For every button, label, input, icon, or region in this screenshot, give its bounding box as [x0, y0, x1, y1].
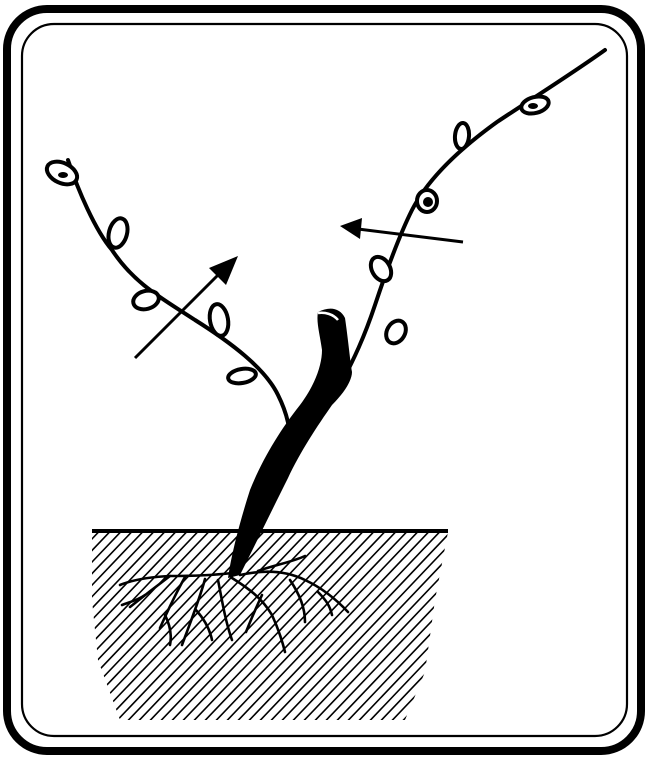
hatch-line — [240, 520, 440, 730]
hatch-line — [339, 520, 539, 730]
hatch-line — [493, 520, 649, 730]
hatch-line — [284, 520, 484, 730]
root — [182, 579, 205, 645]
hatch-line — [273, 520, 473, 730]
hatch-line — [0, 520, 77, 730]
hatch-line — [383, 520, 583, 730]
soil-hatching — [0, 520, 649, 730]
hatch-line — [0, 520, 88, 730]
hatch-line — [361, 520, 561, 730]
hatch-line — [163, 520, 363, 730]
left-cane-stem — [68, 160, 291, 445]
hatch-line — [53, 520, 253, 730]
hatch-line — [416, 520, 616, 730]
bud — [454, 122, 470, 149]
hatch-line — [438, 520, 638, 730]
bud — [382, 317, 410, 347]
hatch-line — [394, 520, 594, 730]
hatch-line — [42, 520, 242, 730]
hatch-line — [306, 520, 506, 730]
hatch-line — [174, 520, 374, 730]
bud-core — [423, 197, 433, 207]
hatch-line — [350, 520, 550, 730]
hatch-line — [152, 520, 352, 730]
bud-core — [58, 172, 68, 178]
bud — [131, 288, 161, 312]
left-cane — [68, 160, 291, 445]
right-cut-arrowhead — [340, 218, 362, 239]
soil — [0, 520, 649, 730]
hatch-line — [328, 520, 528, 730]
hatch-line — [0, 520, 110, 730]
hatch-line — [31, 520, 231, 730]
right-cut-arrow-line — [358, 229, 463, 242]
hatch-line — [0, 520, 165, 730]
hatch-line — [251, 520, 451, 730]
hatch-line — [97, 520, 297, 730]
hatch-line — [482, 520, 649, 730]
bud-core — [528, 103, 538, 109]
cut-arrows — [135, 218, 463, 358]
hatch-line — [86, 520, 286, 730]
bud — [105, 216, 130, 250]
trunk-body — [228, 309, 352, 578]
hatch-line — [0, 520, 99, 730]
hatch-line — [317, 520, 517, 730]
hatch-line — [427, 520, 627, 730]
hatch-line — [405, 520, 605, 730]
hatch-line — [185, 520, 385, 730]
right-cane-stem — [335, 50, 605, 395]
hatch-line — [9, 520, 209, 730]
hatch-line — [262, 520, 462, 730]
trunk — [228, 309, 352, 578]
right-cane — [335, 50, 605, 395]
hatch-line — [196, 520, 396, 730]
hatch-line — [471, 520, 649, 730]
hatch-line — [460, 520, 649, 730]
hatch-line — [449, 520, 649, 730]
hatch-line — [229, 520, 429, 730]
bud — [227, 367, 257, 386]
hatch-line — [295, 520, 495, 730]
hatch-line — [119, 520, 319, 730]
hatch-line — [372, 520, 572, 730]
